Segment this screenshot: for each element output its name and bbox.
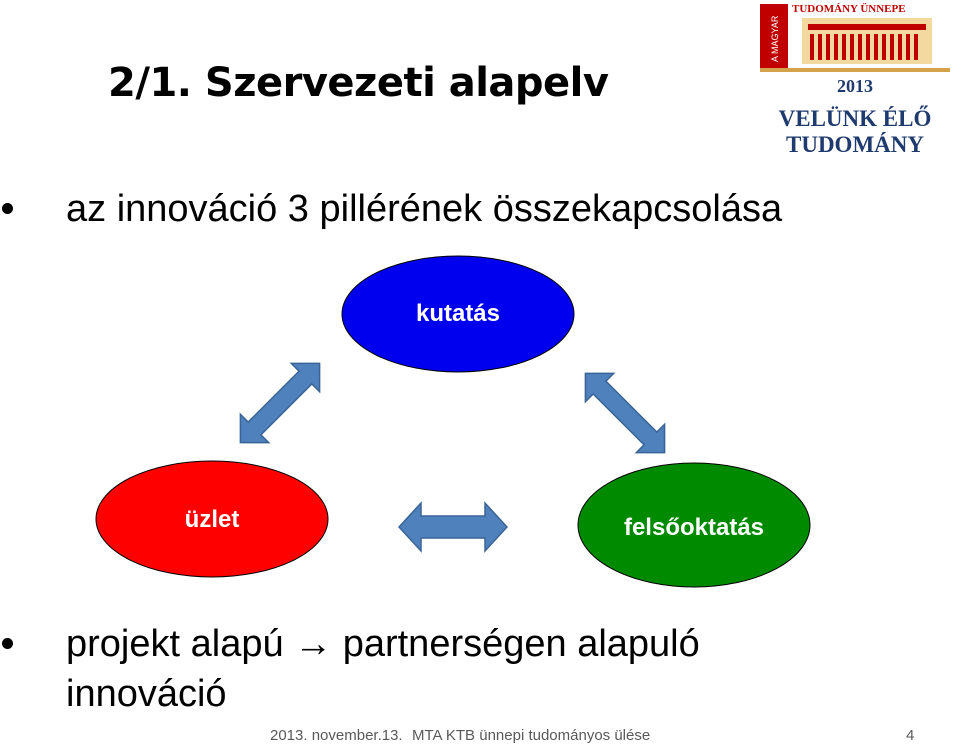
slide-title: 2/1. Szervezeti alapelv (108, 60, 609, 106)
business-label: üzlet (184, 506, 240, 533)
business-node (95, 460, 329, 578)
logo-side-text: A MAGYAR (770, 15, 780, 62)
page-number: 4 (906, 727, 915, 744)
logo-line2: TUDOMÁNY (786, 132, 924, 157)
bullet-text-2-line1: projekt alapú → partnerségen alapuló (66, 623, 700, 665)
bullet-text-2-line2: innováció (66, 673, 227, 715)
research-node (341, 255, 575, 373)
higher-ed-node (577, 462, 811, 588)
footer-date: 2013. november.13. (270, 727, 403, 744)
double-arrow-research-business (239, 362, 321, 444)
bullet-dot (2, 203, 13, 214)
bullet-text-1: az innováció 3 pillérének összekapcsolás… (66, 188, 783, 230)
higher-ed-label: felsőoktatás (623, 514, 765, 541)
double-arrow-business-highered (397, 501, 509, 553)
double-arrow-research-highered (584, 372, 666, 454)
logo-year: 2013 (837, 76, 873, 96)
footer-event: MTA KTB ünnepi tudományos ülése (412, 727, 651, 744)
bullet-dot (2, 638, 13, 649)
tudomany-unnepe-logo: A MAGYAR TUDOMÁNY ÜNNEPE 2013 VELÜNK ÉLŐ… (752, 0, 960, 160)
logo-line1: VELÜNK ÉLŐ (779, 105, 932, 131)
research-label: kutatás (415, 300, 501, 327)
logo-top-text: TUDOMÁNY ÜNNEPE (792, 2, 906, 15)
